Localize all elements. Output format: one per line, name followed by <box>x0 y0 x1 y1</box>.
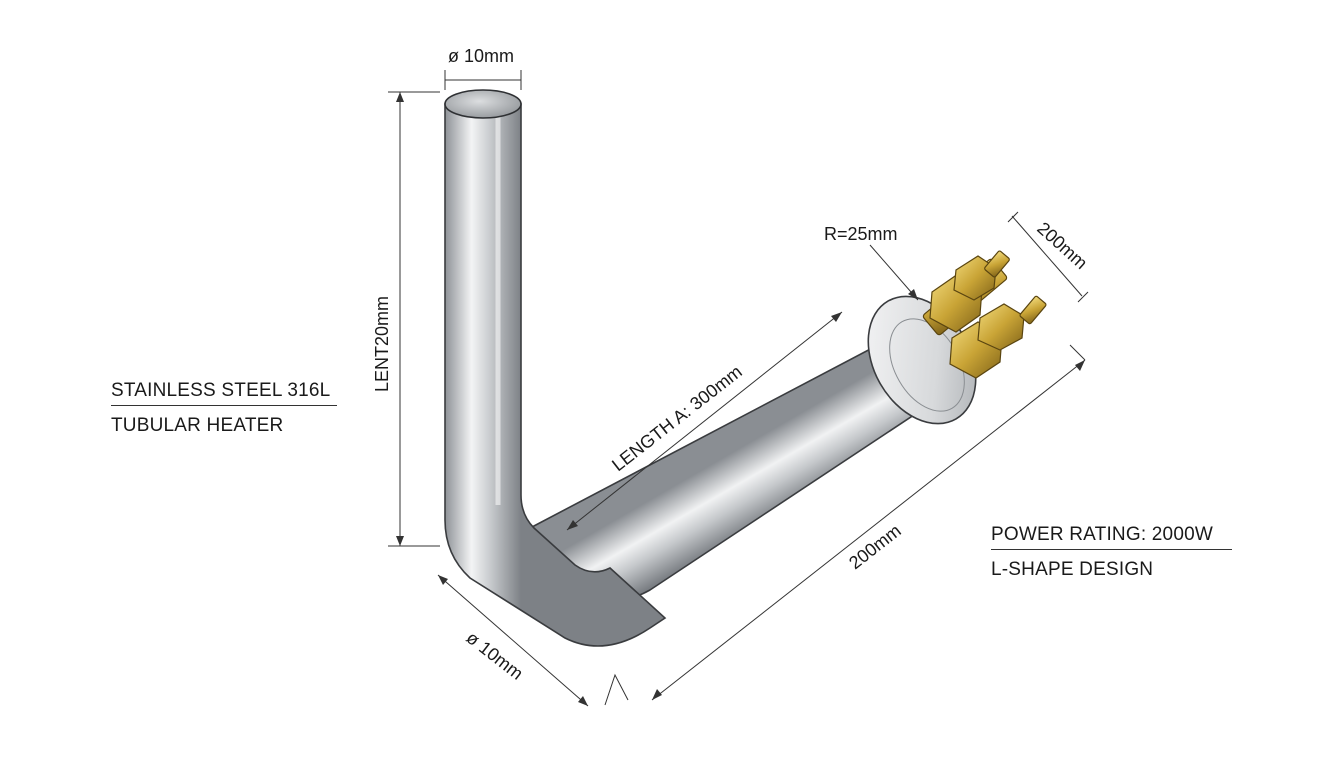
tube-vertical-section <box>444 103 667 647</box>
material-divider <box>111 405 337 406</box>
design-label: L-SHAPE DESIGN <box>991 559 1154 580</box>
dim-vertical-length: LENT20mm <box>372 296 392 392</box>
dim-horizontal-length: 200mm <box>845 520 905 573</box>
terminal-upper <box>922 250 1010 336</box>
dimension-lines <box>388 70 1089 707</box>
power-rating-label: POWER RATING: 2000W <box>991 524 1213 545</box>
material-label: STAINLESS STEEL 316L <box>111 380 331 401</box>
dim-terminal-span: 200mm <box>1033 218 1091 273</box>
tube-end-cap <box>444 89 522 119</box>
product-label: TUBULAR HEATER <box>111 415 284 436</box>
dim-bottom-diameter: ø 10mm <box>463 627 527 683</box>
spec-divider <box>991 549 1232 550</box>
terminal-lower <box>949 295 1047 379</box>
dim-top-diameter: ø 10mm <box>448 46 514 66</box>
dim-radius: R=25mm <box>824 224 898 244</box>
